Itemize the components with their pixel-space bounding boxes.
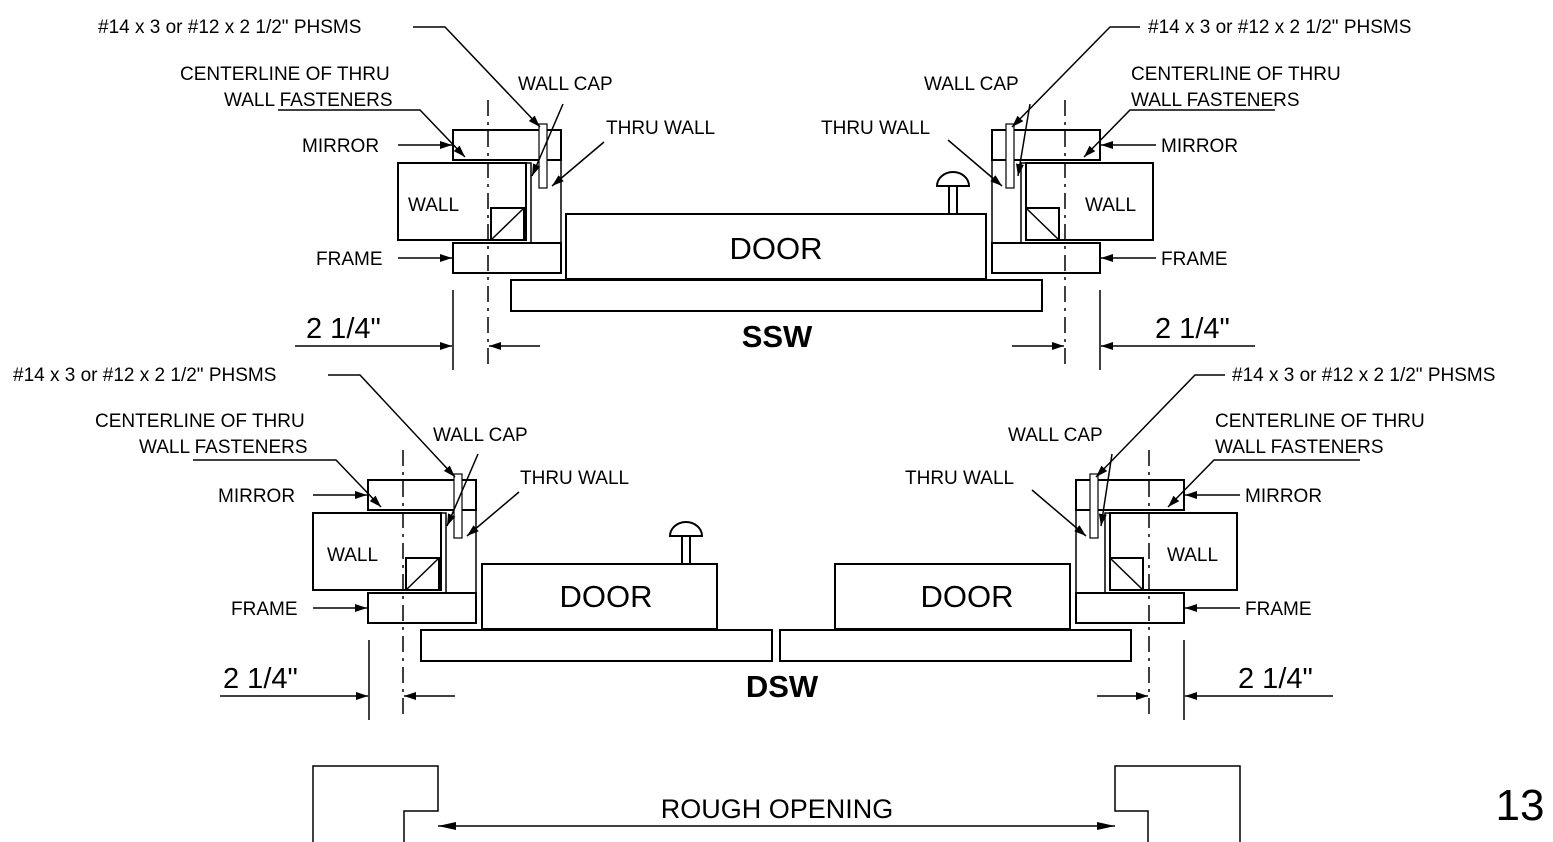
fastener-label: #14 x 3 or #12 x 2 1/2" PHSMS xyxy=(13,365,276,386)
wall-cap-label: WALL CAP xyxy=(433,425,528,446)
frame-label: FRAME xyxy=(231,599,298,620)
wall-label: WALL xyxy=(408,195,459,216)
dsw-right-jamb xyxy=(1075,450,1238,720)
wall-label: WALL xyxy=(1167,545,1218,566)
rough-opening-right-wall xyxy=(1114,765,1241,842)
frame-piece xyxy=(367,592,477,624)
page-number: 13 xyxy=(1496,781,1545,830)
thru-wall-label: THRU WALL xyxy=(821,118,930,139)
centerline-label: CENTERLINE OF THRU xyxy=(95,411,305,432)
threshold xyxy=(779,629,1132,662)
dimension-label: 2 1/4" xyxy=(223,663,298,695)
mirror-label: MIRROR xyxy=(302,136,379,157)
frame-piece xyxy=(1075,592,1185,624)
centerline-label: WALL FASTENERS xyxy=(1131,90,1300,111)
fastener-label: #14 x 3 or #12 x 2 1/2" PHSMS xyxy=(1232,365,1495,386)
ssw-right-jamb xyxy=(991,100,1154,370)
threshold xyxy=(420,629,773,662)
frame-label: FRAME xyxy=(1161,249,1228,270)
thru-wall-label: THRU WALL xyxy=(606,118,715,139)
wall-cap-label: WALL CAP xyxy=(1008,425,1103,446)
rough-opening-section: ROUGH OPENING xyxy=(312,765,1241,842)
door-label: DOOR xyxy=(730,231,823,266)
frame-piece xyxy=(991,242,1101,274)
threshold xyxy=(510,279,1043,312)
door-label: DOOR xyxy=(560,579,653,614)
wall-label: WALL xyxy=(327,545,378,566)
mirror-label: MIRROR xyxy=(1161,136,1238,157)
door-leaf xyxy=(565,213,987,280)
centerline-label: WALL FASTENERS xyxy=(224,90,393,111)
dimension-label: 2 1/4" xyxy=(1155,313,1230,345)
wall-label: WALL xyxy=(1085,195,1136,216)
door-leaf xyxy=(834,563,1071,630)
wall-cap-label: WALL CAP xyxy=(518,74,613,95)
wall-cap-label: WALL CAP xyxy=(924,74,1019,95)
thru-wall-label: THRU WALL xyxy=(520,468,629,489)
fastener-label: #14 x 3 or #12 x 2 1/2" PHSMS xyxy=(98,17,361,38)
centerline-label: WALL FASTENERS xyxy=(1215,437,1384,458)
centerline-label: CENTERLINE OF THRU xyxy=(1215,411,1425,432)
centerline-label: WALL FASTENERS xyxy=(139,437,308,458)
door-leaf xyxy=(481,563,718,630)
screw-icon xyxy=(538,123,548,189)
centerline-label: CENTERLINE OF THRU xyxy=(1131,64,1341,85)
section-title: SSW xyxy=(742,319,813,354)
fastener-label: #14 x 3 or #12 x 2 1/2" PHSMS xyxy=(1148,17,1411,38)
centerline-label: CENTERLINE OF THRU xyxy=(180,64,390,85)
thru-wall-label: THRU WALL xyxy=(905,468,1014,489)
ssw-left-jamb xyxy=(397,100,562,370)
rough-opening-label: ROUGH OPENING xyxy=(661,794,894,824)
mirror-label: MIRROR xyxy=(1245,486,1322,507)
screw-icon xyxy=(1005,123,1015,189)
door-label: DOOR xyxy=(921,579,1014,614)
frame-label: FRAME xyxy=(1245,599,1312,620)
dimension-label: 2 1/4" xyxy=(1238,663,1313,695)
screw-icon xyxy=(453,473,463,539)
screw-icon xyxy=(1089,473,1099,539)
ssw-section: #14 x 3 or #12 x 2 1/2" PHSMS CENTERLINE… xyxy=(98,17,1411,370)
dimension-label: 2 1/4" xyxy=(306,313,381,345)
door-stop-icon xyxy=(668,521,704,565)
rough-opening-left-wall xyxy=(312,765,439,842)
section-title: DSW xyxy=(746,669,819,704)
mirror-label: MIRROR xyxy=(218,486,295,507)
door-stop-icon xyxy=(935,171,971,215)
dsw-section: #14 x 3 or #12 x 2 1/2" PHSMS CENTERLINE… xyxy=(13,365,1495,720)
frame-label: FRAME xyxy=(316,249,383,270)
dsw-left-jamb xyxy=(312,450,477,720)
frame-piece xyxy=(452,242,562,274)
